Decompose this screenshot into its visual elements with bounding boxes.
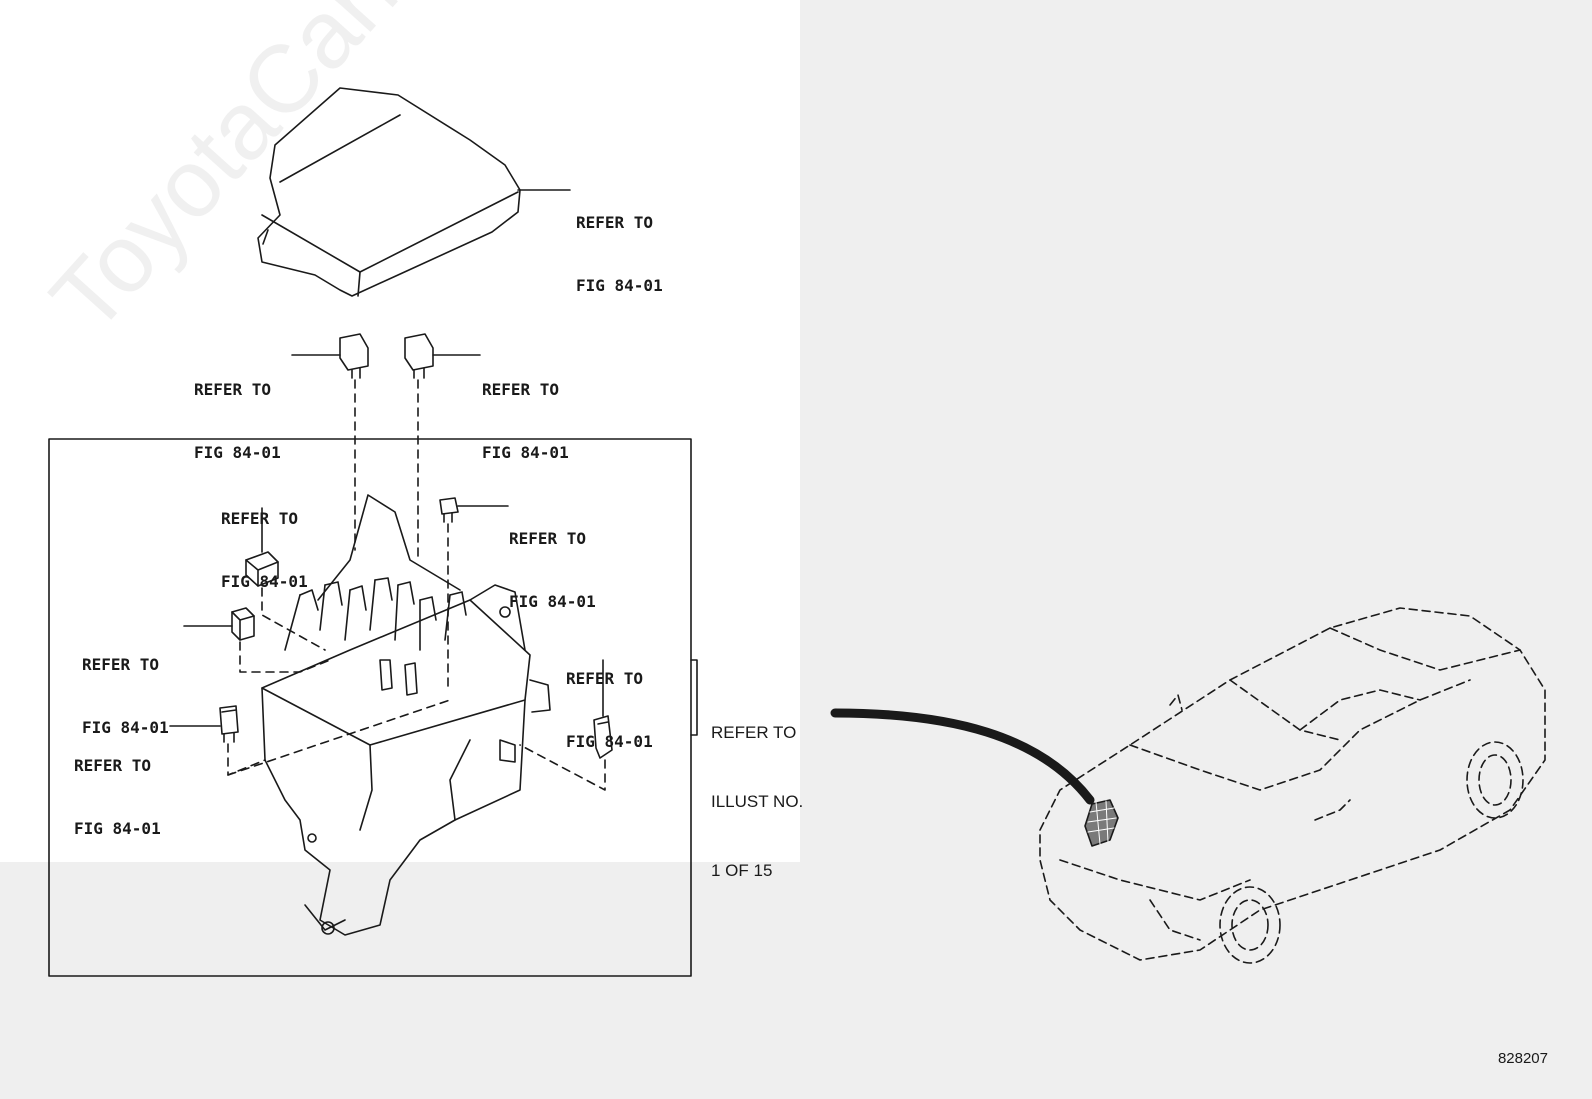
callout-cover-line1: REFER TO [576, 213, 654, 232]
callout-fuse-right: REFER TO FIG 84-01 [566, 626, 653, 773]
relay-left [339, 333, 369, 379]
illust-ref-line2: ILLUST NO. [711, 792, 804, 811]
callout-fuse-bottom-left-line2: FIG 84-01 [74, 819, 161, 838]
illust-ref-line1: REFER TO [711, 723, 797, 742]
callout-fuse-bottom-left-line1: REFER TO [74, 756, 152, 775]
fuse-box-cover [257, 87, 521, 297]
callout-fuse-right-line1: REFER TO [566, 669, 644, 688]
illust-reference: REFER TO ILLUST NO. 1 OF 15 [711, 675, 803, 905]
callout-fuse-top-right-line2: FIG 84-01 [509, 592, 596, 611]
relay-top-left-part [245, 551, 279, 587]
callout-fuse-top-right: REFER TO FIG 84-01 [509, 486, 596, 633]
callout-relay-mid-left: REFER TO FIG 84-01 [82, 612, 169, 759]
relay-mid-left-part [231, 607, 255, 641]
vehicle-outline [1039, 607, 1546, 964]
callout-cover-line2: FIG 84-01 [576, 276, 663, 295]
dashed-fuse-bottom-left [227, 743, 266, 776]
illust-ref-bracket [690, 659, 698, 736]
fuse-block-body [261, 494, 551, 936]
fuse-right-part [593, 715, 613, 759]
callout-relay-right-line2: FIG 84-01 [482, 443, 569, 462]
callout-relay-left-line1: REFER TO [194, 380, 272, 399]
dashed-relay-mid-left [239, 641, 331, 673]
callout-relay-right-line1: REFER TO [482, 380, 560, 399]
dashed-fuse-right [519, 744, 606, 791]
callout-relay-mid-left-line1: REFER TO [82, 655, 160, 674]
callout-relay-mid-left-line2: FIG 84-01 [82, 718, 169, 737]
callout-fuse-right-line2: FIG 84-01 [566, 732, 653, 751]
callout-fuse-top-right-line1: REFER TO [509, 529, 587, 548]
illust-ref-line3: 1 OF 15 [711, 861, 773, 880]
callout-relay-top-left-line1: REFER TO [221, 509, 299, 528]
callout-relay-top-left-line2: FIG 84-01 [221, 572, 308, 591]
detail-frame [48, 438, 692, 977]
fuse-box-location-marker [1084, 799, 1119, 847]
white-panel-background [0, 0, 800, 862]
dashed-long-guide [227, 699, 451, 776]
callout-relay-right: REFER TO FIG 84-01 [482, 337, 569, 484]
relay-right [404, 333, 434, 379]
callout-fuse-bottom-left: REFER TO FIG 84-01 [74, 713, 161, 860]
location-arrow [830, 708, 1095, 805]
fuse-bottom-left-part [219, 705, 239, 743]
fuse-top-right-part [439, 497, 459, 523]
callout-relay-left: REFER TO FIG 84-01 [194, 337, 281, 484]
callout-relay-top-left: REFER TO FIG 84-01 [221, 466, 308, 613]
dashed-relay-top-left [261, 587, 326, 651]
dashed-relay-guides [354, 379, 419, 561]
figure-number: 828207 [1497, 1050, 1548, 1067]
callout-relay-left-line2: FIG 84-01 [194, 443, 281, 462]
callout-cover: REFER TO FIG 84-01 [576, 170, 663, 317]
